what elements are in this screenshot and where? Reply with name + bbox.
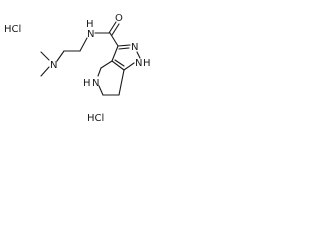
chemical-structure-diagram: HCl HCl N H N O N N H N H bbox=[4, 13, 151, 124]
bond-ch2-nh bbox=[79, 37, 88, 52]
bond-methyl-down bbox=[40, 66, 50, 77]
salt-label-bottom: HCl bbox=[87, 113, 104, 124]
atom-label-n-ring-top: N bbox=[131, 42, 138, 53]
bond-n1-c7a bbox=[123, 62, 135, 71]
bond-c3-n2-double bbox=[118, 47, 130, 50]
atom-label-o: O bbox=[115, 13, 123, 24]
bond-carbonyl-c3 bbox=[109, 32, 119, 47]
bond-n-ch2 bbox=[56, 50, 65, 62]
bond-c4-n5 bbox=[97, 67, 102, 77]
atom-label-h-ring: H bbox=[143, 58, 151, 69]
atom-label-n-amide: N bbox=[87, 29, 94, 40]
bond-c3-n2 bbox=[117, 44, 131, 47]
atom-label-h-piperidine: H bbox=[83, 78, 91, 89]
bond-n5-c6 bbox=[98, 85, 104, 96]
bond-methyl-up bbox=[40, 51, 50, 61]
bond-carbonyl-o-a bbox=[108, 21, 117, 34]
bond-c3a-c7a-double bbox=[114, 59, 125, 67]
bond-c7-c7a bbox=[118, 69, 125, 96]
bond-c3-c3a bbox=[111, 45, 119, 62]
atom-label-n-piperidine: N bbox=[92, 78, 99, 89]
salt-label-top: HCl bbox=[4, 24, 21, 35]
atom-label-n-ring-h: N bbox=[135, 58, 142, 69]
bond-carbonyl-o-b bbox=[111, 23, 120, 36]
bond-c3a-c7a bbox=[111, 60, 125, 71]
bond-n2-n1 bbox=[136, 51, 141, 59]
atom-label-n-dimethyl: N bbox=[50, 60, 57, 71]
bond-c3a-c4 bbox=[100, 60, 113, 69]
atom-label-h-amide: H bbox=[86, 19, 94, 30]
